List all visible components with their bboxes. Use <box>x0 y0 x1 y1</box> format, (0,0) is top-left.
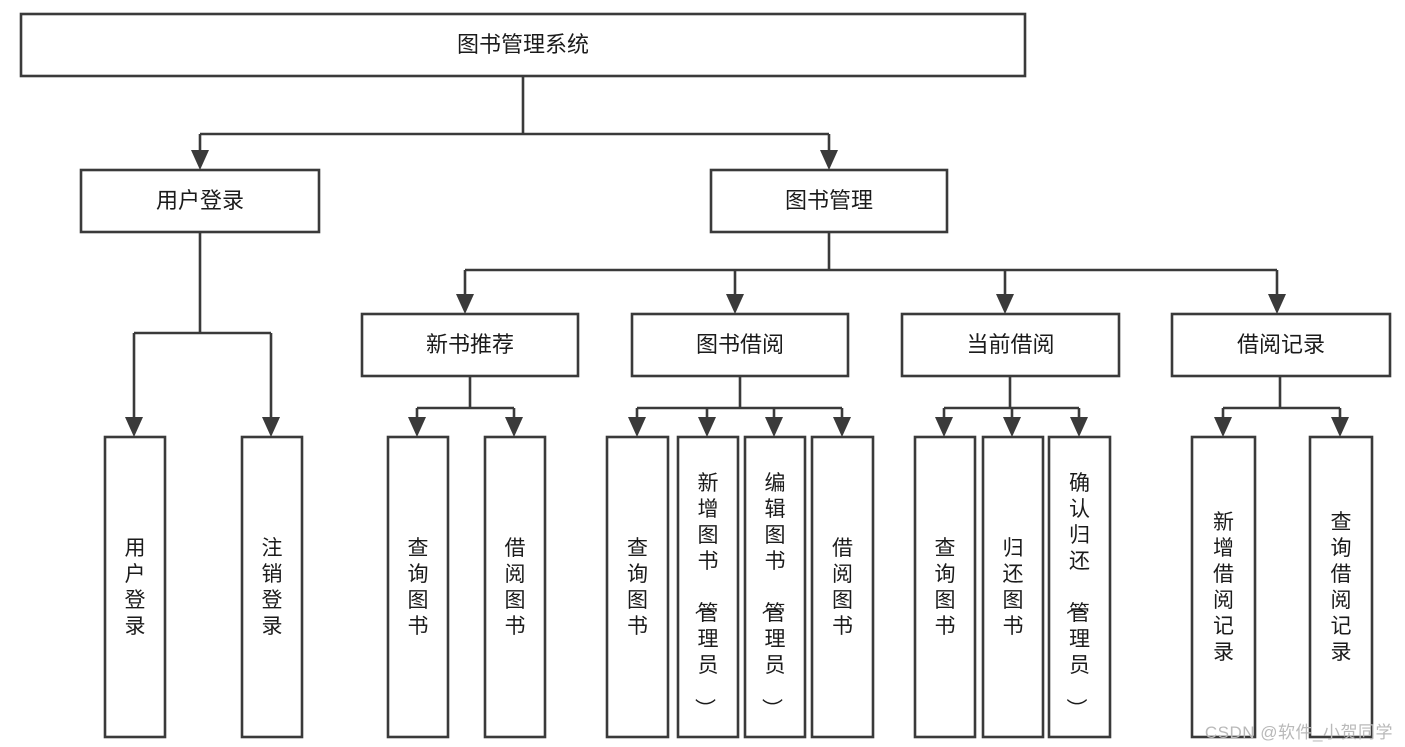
arrow-head-icon <box>1268 294 1286 314</box>
level3-node[interactable]: 当前借阅 <box>900 312 1121 378</box>
level2-box[interactable] <box>709 168 949 234</box>
arrow-head-icon <box>1214 417 1232 437</box>
leaf-node[interactable]: 归还图书 <box>981 435 1045 739</box>
arrow-head-icon <box>1070 417 1088 437</box>
level3-label: 图书借阅 <box>696 332 784 357</box>
leaf-node[interactable]: 新增图书（管理员） <box>676 435 740 739</box>
level3-label: 当前借阅 <box>966 332 1054 357</box>
leaf-label: 注销登录 <box>262 537 283 638</box>
connector-userlogin-to-leaves <box>125 232 280 437</box>
arrow-head-icon <box>408 417 426 437</box>
leaf-label: 查询图书 <box>627 537 648 638</box>
leaf-box[interactable] <box>743 435 807 739</box>
arrow-head-icon <box>996 294 1014 314</box>
leaf-node[interactable]: 编辑图书（管理员） <box>743 435 807 739</box>
arrow-head-icon <box>1003 417 1021 437</box>
arrow-head-icon <box>820 150 838 170</box>
arrow-head-icon <box>765 417 783 437</box>
leaf-box[interactable] <box>1190 435 1257 739</box>
leaf-node[interactable]: 确认归还（管理员） <box>1047 435 1112 739</box>
level3-box[interactable] <box>630 312 850 378</box>
leaf-label: 用户登录 <box>125 537 146 638</box>
arrow-head-icon <box>935 417 953 437</box>
arrow-head-icon <box>628 417 646 437</box>
connector-bookmgmt-to-level3 <box>456 232 1286 314</box>
leaf-box[interactable] <box>483 435 547 739</box>
level3-node[interactable]: 图书借阅 <box>630 312 850 378</box>
leaf-label: 查询图书 <box>935 537 956 638</box>
leaf-label: 借阅图书 <box>505 537 526 638</box>
leaf-label: 新增借阅记录 <box>1213 511 1234 664</box>
level3-box[interactable] <box>1170 312 1392 378</box>
leaf-label: 确认归还（管理员） <box>1064 472 1090 719</box>
leaf-label: 借阅图书 <box>832 537 853 638</box>
leaf-node[interactable]: 查询借阅记录 <box>1308 435 1374 739</box>
level3-node[interactable]: 借阅记录 <box>1170 312 1392 378</box>
watermark-text: CSDN @软件_小贺同学 <box>1204 723 1393 742</box>
leaf-box[interactable] <box>386 435 450 739</box>
connector-borrow-to-leaves <box>628 376 851 437</box>
leaf-box[interactable] <box>1308 435 1374 739</box>
level3-label: 新书推荐 <box>426 332 514 357</box>
level3-box[interactable] <box>900 312 1121 378</box>
leaf-box[interactable] <box>240 435 304 739</box>
leaf-node[interactable]: 借阅图书 <box>810 435 875 739</box>
leaf-label: 查询借阅记录 <box>1331 511 1352 664</box>
leaf-node[interactable]: 查询图书 <box>605 435 670 739</box>
level3-label: 借阅记录 <box>1237 332 1325 357</box>
leaf-node[interactable]: 借阅图书 <box>483 435 547 739</box>
leaf-label: 新增图书（管理员） <box>693 472 719 719</box>
leaf-box[interactable] <box>103 435 167 739</box>
leaf-box[interactable] <box>981 435 1045 739</box>
leaf-node[interactable]: 用户登录 <box>103 435 167 739</box>
leaf-node[interactable]: 查询图书 <box>386 435 450 739</box>
root-label: 图书管理系统 <box>457 32 589 57</box>
arrow-head-icon <box>833 417 851 437</box>
leaf-label: 查询图书 <box>408 537 429 638</box>
leaf-node[interactable]: 注销登录 <box>240 435 304 739</box>
leaf-box[interactable] <box>810 435 875 739</box>
level2-node[interactable]: 图书管理 <box>709 168 949 234</box>
level2-box[interactable] <box>79 168 321 234</box>
arrow-head-icon <box>456 294 474 314</box>
level3-box[interactable] <box>360 312 580 378</box>
root-node[interactable]: 图书管理系统 <box>19 12 1027 78</box>
arrow-head-icon <box>505 417 523 437</box>
root-box[interactable] <box>19 12 1027 78</box>
leaf-label: 归还图书 <box>1003 537 1024 638</box>
leaf-box[interactable] <box>676 435 740 739</box>
connector-newbook-to-leaves <box>408 376 523 437</box>
level2-label: 图书管理 <box>785 188 873 213</box>
leaf-box[interactable] <box>605 435 670 739</box>
arrow-head-icon <box>125 417 143 437</box>
leaf-node[interactable]: 新增借阅记录 <box>1190 435 1257 739</box>
leaf-box[interactable] <box>913 435 977 739</box>
level2-node[interactable]: 用户登录 <box>79 168 321 234</box>
arrow-head-icon <box>698 417 716 437</box>
level3-node[interactable]: 新书推荐 <box>360 312 580 378</box>
leaf-label: 编辑图书（管理员） <box>760 472 786 719</box>
arrow-head-icon <box>191 150 209 170</box>
leaf-box[interactable] <box>1047 435 1112 739</box>
level2-label: 用户登录 <box>156 188 244 213</box>
arrow-head-icon <box>726 294 744 314</box>
arrow-head-icon <box>1331 417 1349 437</box>
connector-record-to-leaves <box>1214 376 1349 437</box>
connector-root-to-level2 <box>191 76 838 170</box>
connector-current-to-leaves <box>935 376 1088 437</box>
arrow-head-icon <box>262 417 280 437</box>
leaf-node[interactable]: 查询图书 <box>913 435 977 739</box>
